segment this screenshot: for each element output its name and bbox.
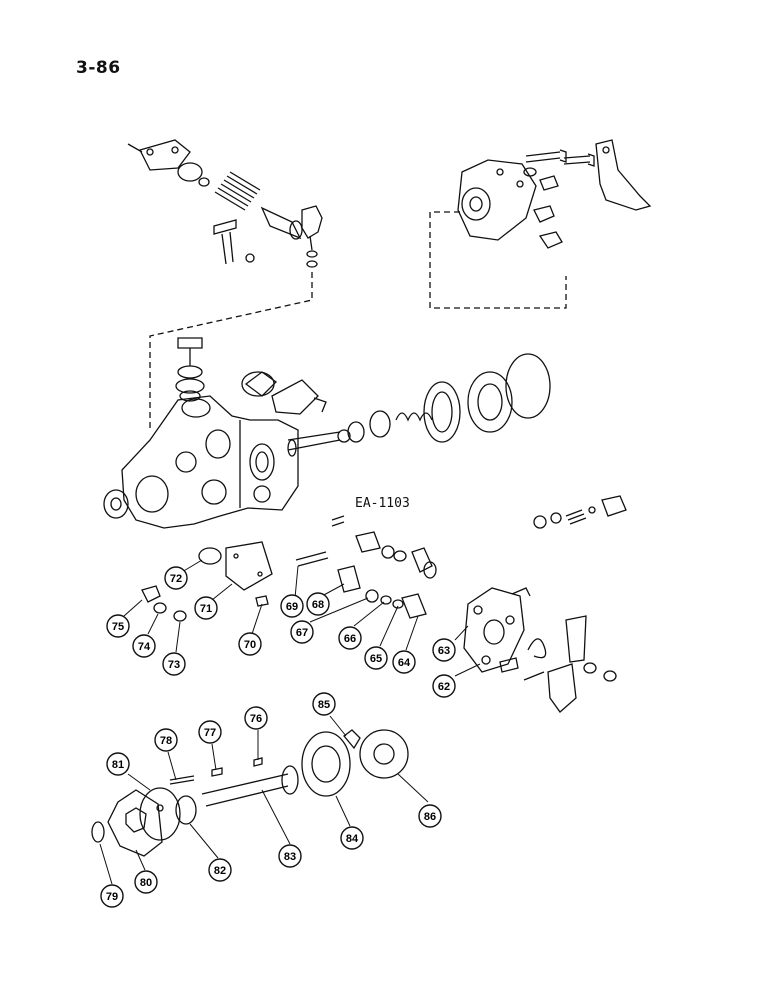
leader-dashed-left [149, 272, 313, 430]
callout-76: 76 [244, 706, 268, 730]
svg-text:75: 75 [112, 621, 124, 633]
leader-dashed-right [429, 211, 567, 309]
callouts: 62 63 64 65 66 67 68 69 70 71 72 73 74 7… [100, 566, 456, 908]
svg-text:77: 77 [204, 727, 216, 739]
top-left-valve-assembly [127, 139, 323, 268]
drive-shaft-assembly [91, 729, 409, 857]
svg-text:70: 70 [244, 639, 256, 651]
callout-86: 86 [418, 804, 442, 828]
callout-83: 83 [278, 844, 302, 868]
svg-text:76: 76 [250, 713, 262, 725]
svg-text:85: 85 [318, 699, 330, 711]
svg-text:82: 82 [214, 865, 226, 877]
page-number: 3-86 [76, 58, 121, 78]
leader-lines [99, 559, 481, 885]
svg-text:72: 72 [170, 573, 182, 585]
svg-text:83: 83 [284, 851, 296, 863]
top-right-head-assembly [457, 139, 652, 249]
callout-78: 78 [154, 728, 178, 752]
svg-text:80: 80 [140, 877, 152, 889]
svg-text:74: 74 [138, 641, 151, 653]
svg-text:63: 63 [438, 645, 450, 657]
callout-67: 67 [290, 620, 314, 644]
svg-text:66: 66 [344, 633, 356, 645]
callout-84: 84 [340, 826, 364, 850]
callout-73: 73 [162, 652, 186, 676]
pump-housing [103, 395, 299, 529]
control-lever-plate [463, 587, 617, 713]
callout-70: 70 [238, 632, 262, 656]
governor-shaft-parts [287, 353, 551, 457]
svg-text:64: 64 [398, 657, 411, 669]
svg-text:71: 71 [200, 603, 212, 615]
parts-group-69-75 [141, 541, 427, 622]
callout-64: 64 [392, 650, 416, 674]
right-small-parts [533, 495, 627, 529]
callout-77: 77 [198, 720, 222, 744]
svg-text:78: 78 [160, 735, 172, 747]
callout-85: 85 [312, 692, 336, 716]
svg-text:68: 68 [312, 599, 324, 611]
svg-text:65: 65 [370, 653, 382, 665]
callout-71: 71 [194, 596, 218, 620]
callout-82: 82 [208, 858, 232, 882]
callout-80: 80 [134, 870, 158, 894]
callout-69: 69 [280, 594, 304, 618]
svg-text:62: 62 [438, 681, 450, 693]
svg-text:73: 73 [168, 659, 180, 671]
svg-text:67: 67 [296, 627, 308, 639]
svg-text:79: 79 [106, 891, 118, 903]
callout-63: 63 [432, 638, 456, 662]
callout-66: 66 [338, 626, 362, 650]
callout-62: 62 [432, 674, 456, 698]
figure-code: EA-1103 [355, 496, 410, 511]
svg-text:69: 69 [286, 601, 298, 613]
callout-72: 72 [164, 566, 188, 590]
svg-text:84: 84 [346, 833, 359, 845]
svg-text:81: 81 [112, 759, 124, 771]
callout-79: 79 [100, 884, 124, 908]
callout-68: 68 [306, 592, 330, 616]
delivery-valve [175, 337, 205, 402]
svg-text:86: 86 [424, 811, 436, 823]
callout-81: 81 [106, 752, 130, 776]
housing-cover [241, 371, 327, 415]
callout-75: 75 [106, 614, 130, 638]
callout-65: 65 [364, 646, 388, 670]
callout-74: 74 [132, 634, 156, 658]
center-plunger-parts [331, 515, 437, 579]
